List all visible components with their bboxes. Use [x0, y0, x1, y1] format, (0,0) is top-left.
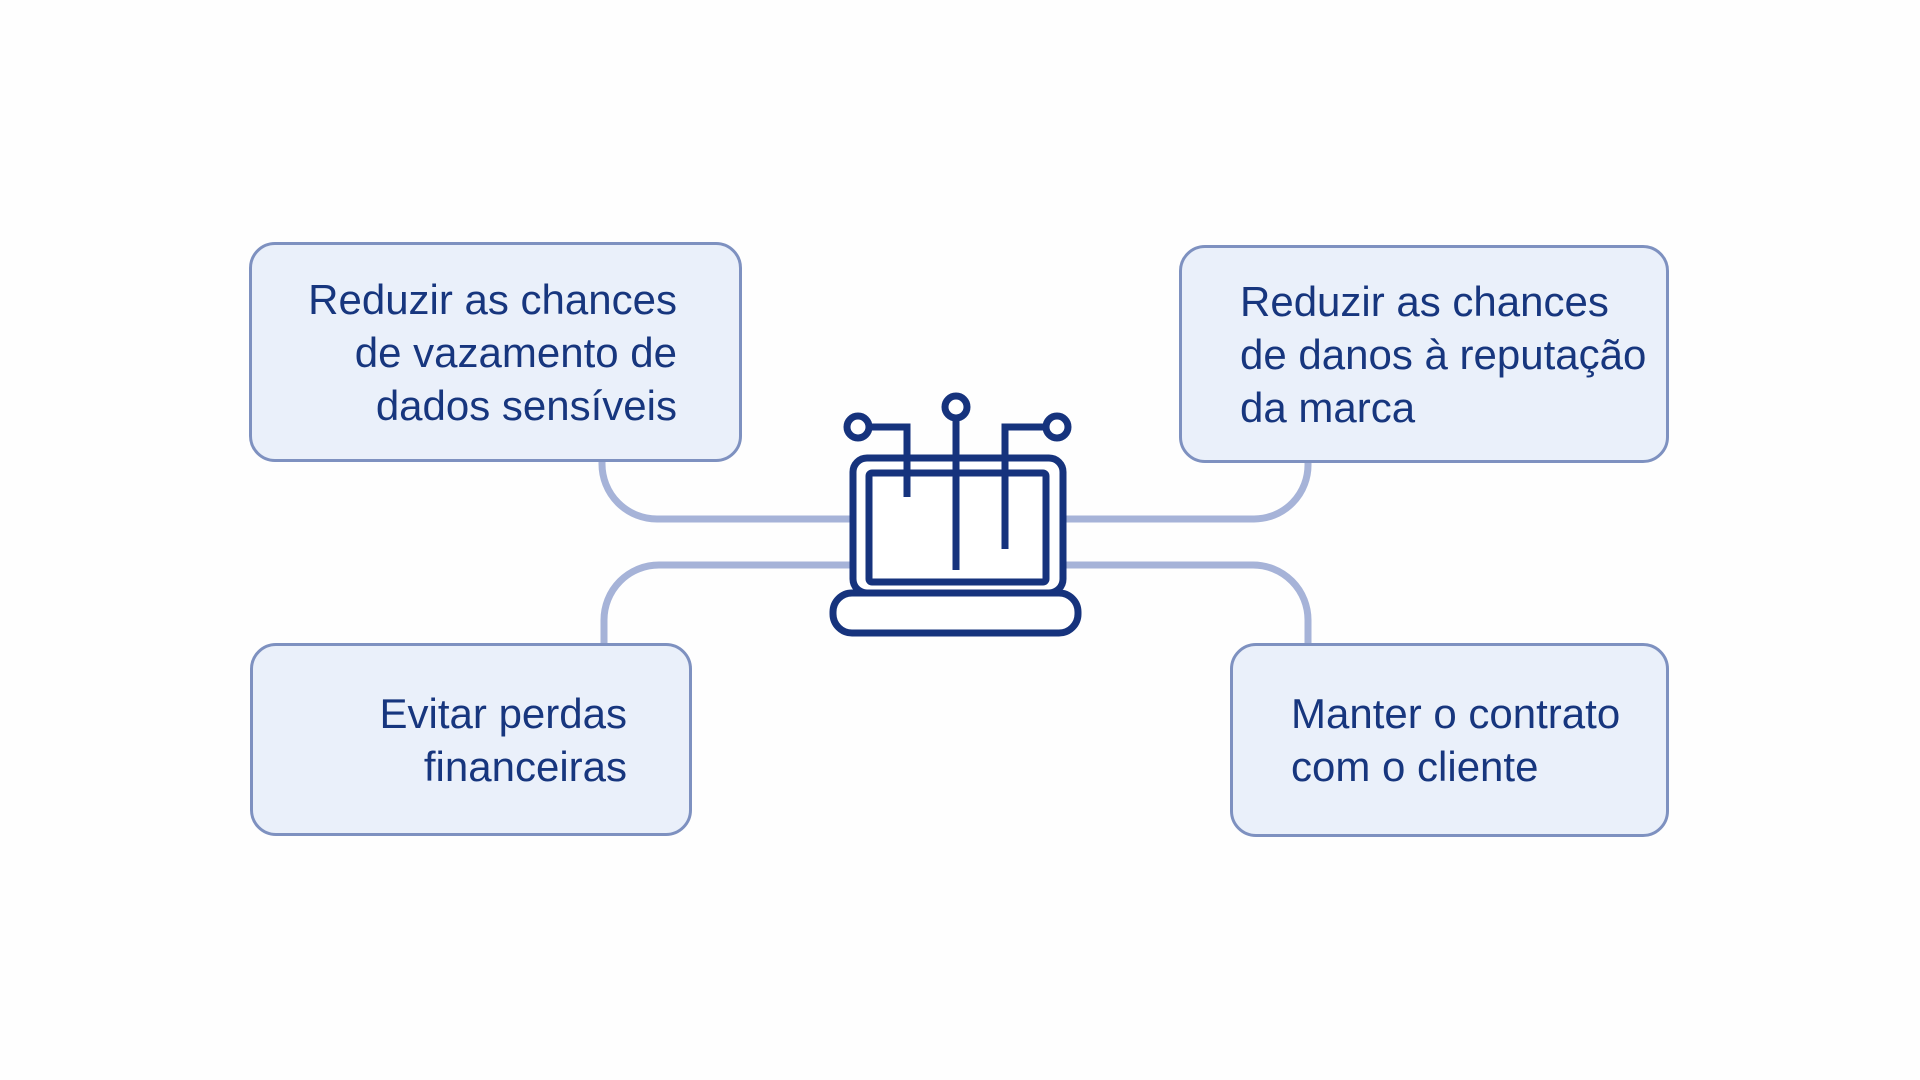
node-label-line: Evitar perdas	[379, 689, 627, 737]
connector-bottom-right	[1058, 561, 1312, 643]
connector-top-left	[598, 462, 858, 523]
node-top-left: Reduzir as chances de vazamento de dados…	[249, 242, 742, 462]
node-bottom-left: Evitar perdas financeiras	[250, 643, 692, 836]
antenna-left-node-icon	[843, 412, 873, 442]
connector-top-right	[1058, 463, 1312, 523]
antenna-left-line	[872, 423, 911, 497]
node-label-line: Manter o contrato	[1291, 690, 1621, 737]
node-label-line: financeiras	[423, 742, 627, 790]
connector-bottom-left	[600, 561, 858, 643]
node-label-line: de danos à reputação	[1240, 330, 1647, 378]
antenna-right-line	[1001, 423, 1043, 549]
node-label-line: da marca	[1240, 383, 1416, 431]
node-label-line: Reduzir as chances	[308, 275, 677, 323]
node-label-line: Reduzir as chances	[1240, 277, 1609, 325]
node-top-right: Reduzir as chances de danos à reputação …	[1179, 245, 1669, 463]
node-bottom-right: Manter o contrato com o cliente	[1230, 643, 1669, 837]
antenna-center-node-icon	[941, 392, 971, 422]
antenna-right-node-icon	[1042, 412, 1072, 442]
laptop-network-icon	[829, 392, 1082, 637]
laptop-base	[829, 589, 1082, 637]
node-label-line: de vazamento de	[354, 328, 677, 376]
node-label-line: dados sensíveis	[375, 381, 677, 429]
node-label-line: com o cliente	[1291, 743, 1539, 790]
